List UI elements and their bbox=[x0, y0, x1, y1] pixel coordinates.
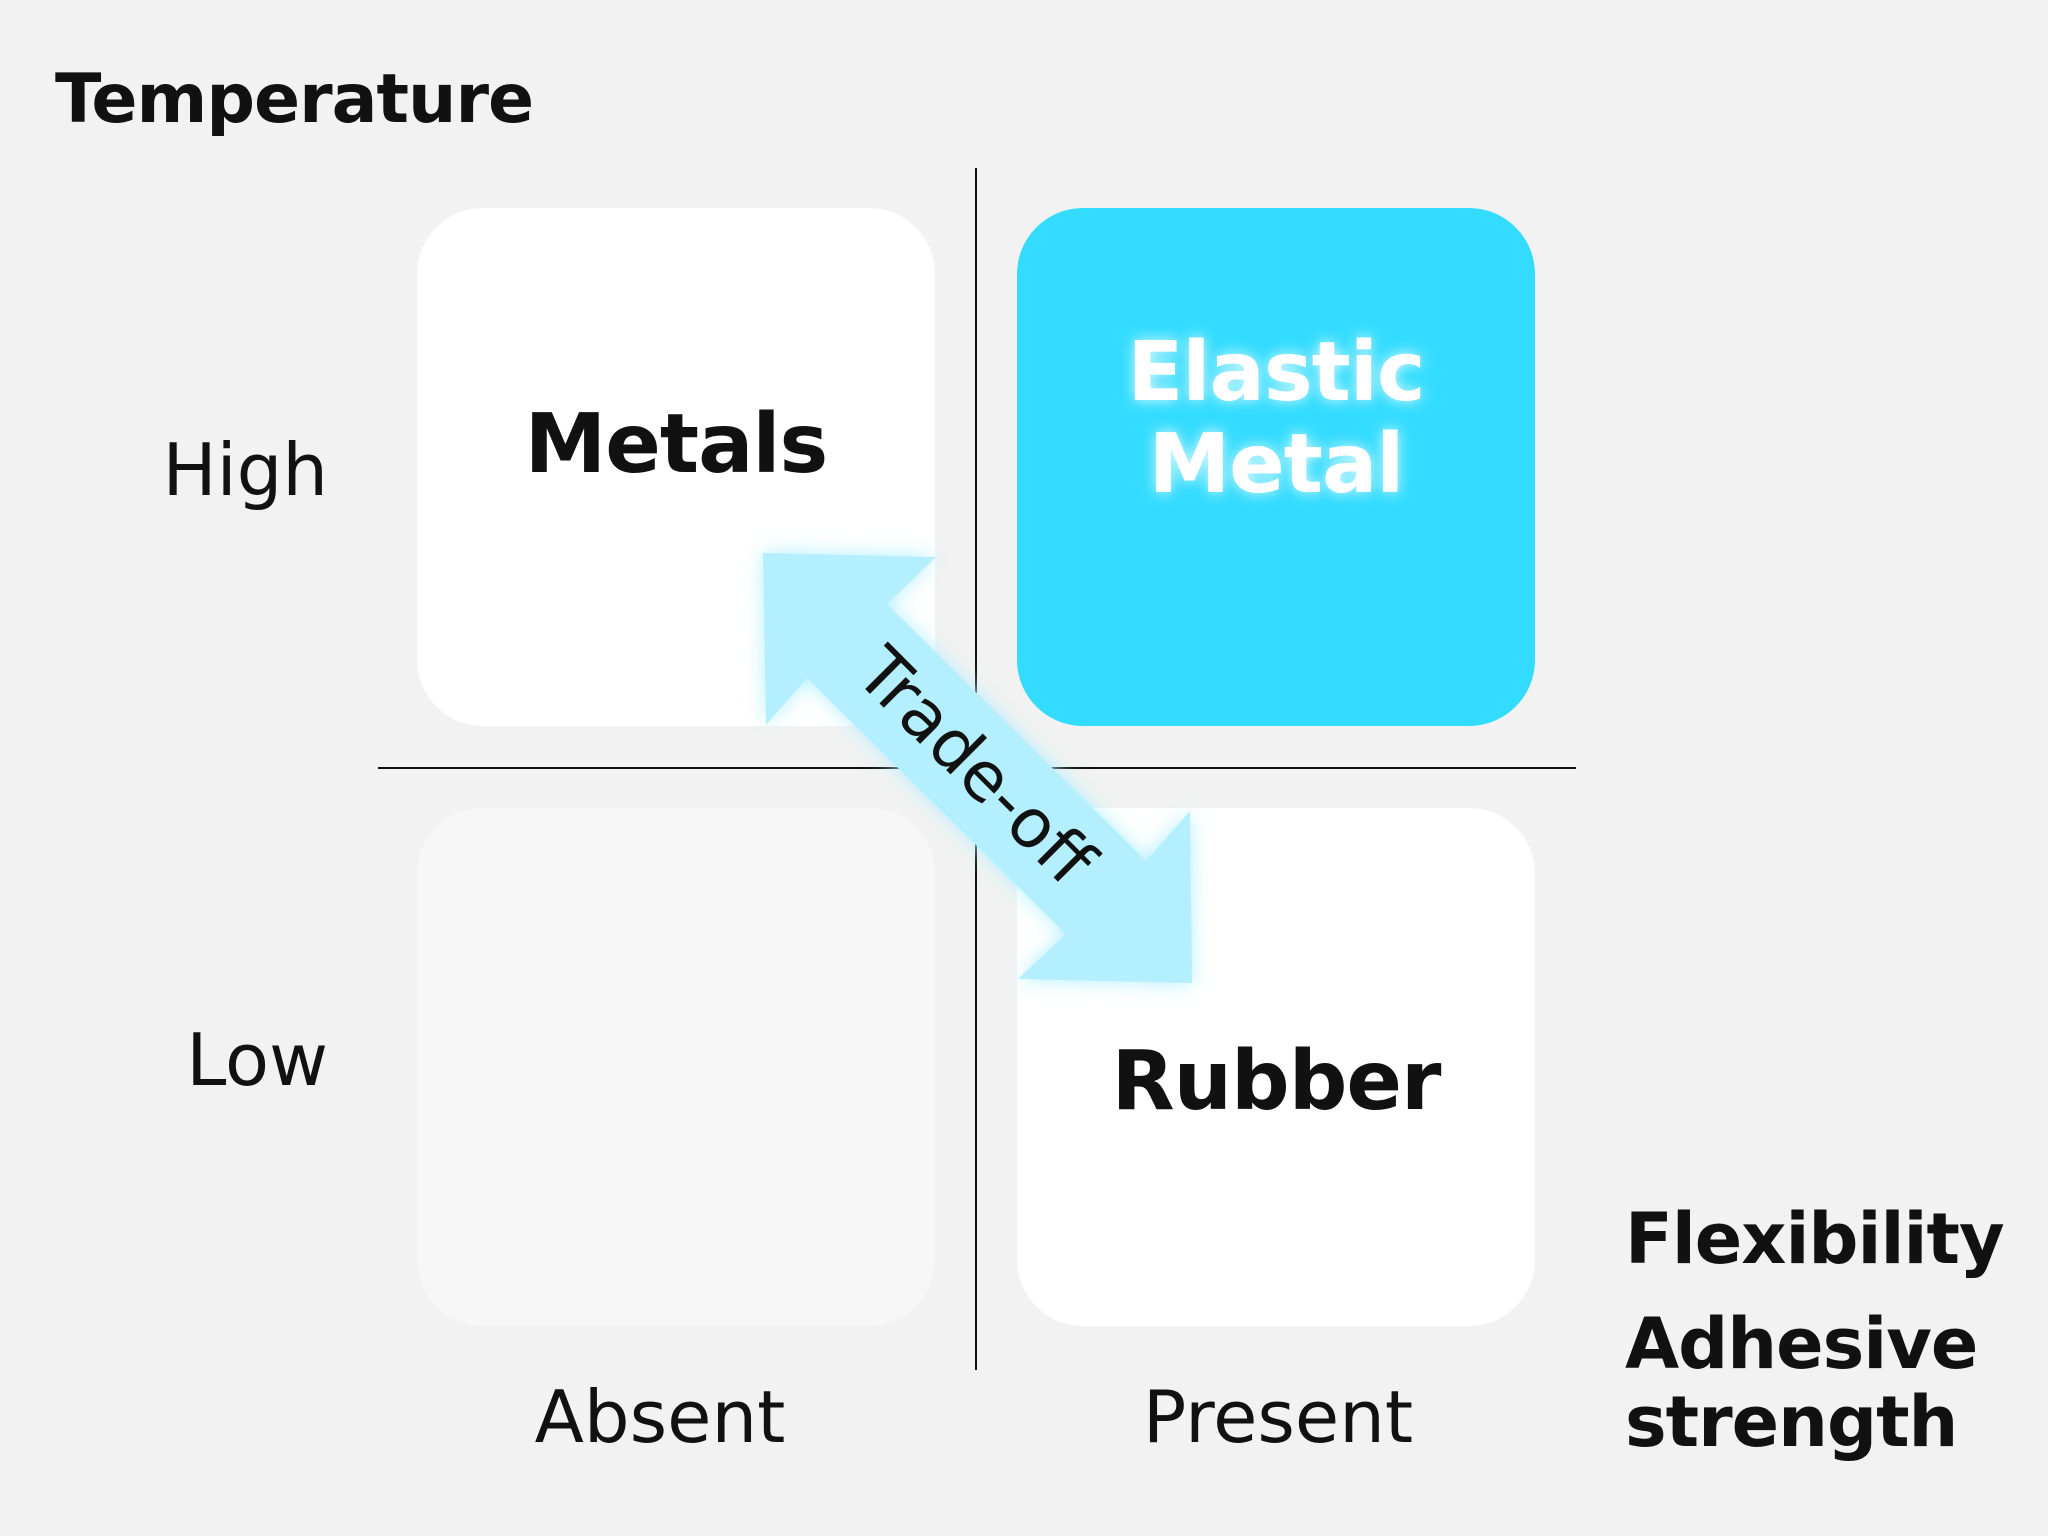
cell-elastic-line2: Metal bbox=[1148, 417, 1405, 512]
row-label-low: Low bbox=[186, 1018, 328, 1102]
cell-rubber-label: Rubber bbox=[1111, 1034, 1442, 1130]
property-adhesive-strength: Adhesive strength bbox=[1625, 1303, 1978, 1464]
cell-empty bbox=[417, 808, 935, 1326]
property-flexibility: Flexibility bbox=[1625, 1198, 2005, 1280]
diagram-title: Temperature bbox=[55, 60, 534, 139]
cell-metals-label: Metals bbox=[524, 397, 829, 493]
column-label-present: Present bbox=[1142, 1375, 1414, 1459]
cell-elastic-metal: Elastic Metal bbox=[1017, 208, 1535, 726]
adhesive-line1: Adhesive bbox=[1625, 1303, 1978, 1385]
cell-elastic-metal-label: Elastic Metal bbox=[1127, 325, 1425, 512]
adhesive-line2: strength bbox=[1625, 1381, 1958, 1464]
column-label-absent: Absent bbox=[534, 1375, 786, 1459]
double-arrow-shape bbox=[763, 553, 1192, 983]
row-label-high: High bbox=[162, 428, 328, 512]
cell-elastic-line1: Elastic bbox=[1127, 325, 1425, 421]
